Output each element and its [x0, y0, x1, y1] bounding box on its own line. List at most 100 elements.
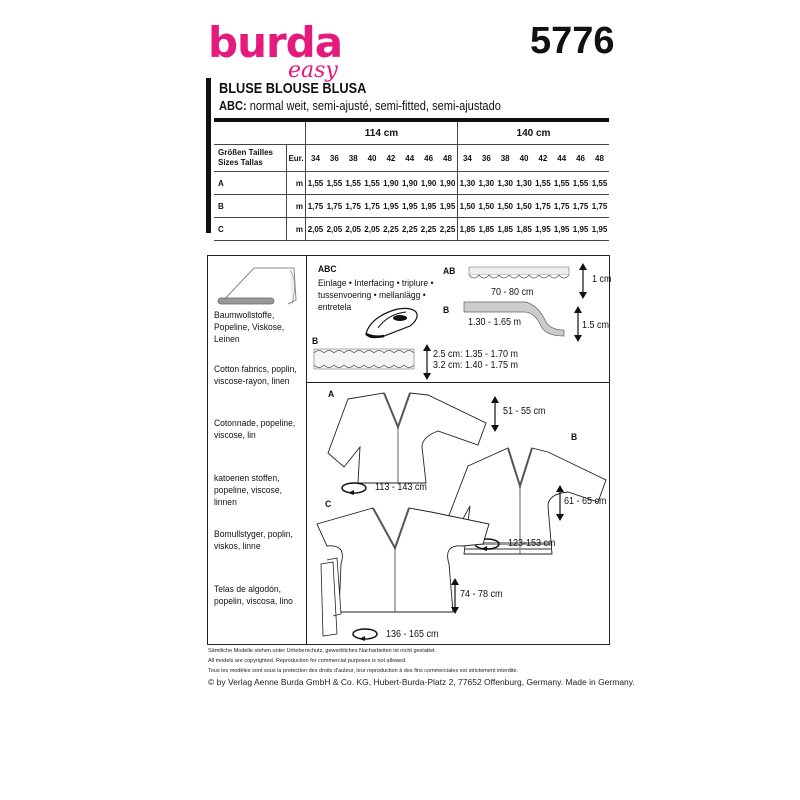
yardage-cell: 1,75: [552, 194, 572, 218]
size-header: 42: [381, 144, 401, 172]
size-header: 34: [304, 144, 325, 172]
yardage-cell: 1,90: [400, 171, 420, 195]
blouse-c-drawing: [316, 507, 490, 637]
size-header: 36: [324, 144, 344, 172]
yardage-cell: 1,55: [324, 171, 344, 195]
yardage-cell: 1,75: [533, 194, 553, 218]
lace-ab-width: 1 cm: [592, 274, 612, 285]
footer-de: Sämtliche Modelle stehen unter Urhebersc…: [208, 648, 437, 654]
iron-icon: [365, 307, 418, 339]
lace-b-label: B: [312, 336, 319, 347]
view-b-length: 61 - 65 cm: [564, 496, 607, 507]
view-c-width: 136 - 165 cm: [386, 629, 439, 640]
yardage-cell: 1,50: [456, 194, 477, 218]
yardage-cell: 1,30: [514, 171, 534, 195]
yardage-cell: 1,55: [552, 171, 572, 195]
yardage-cell: 1,95: [419, 194, 439, 218]
fabric-es: Telas de algodón, popelin, viscosa, lino: [214, 584, 293, 607]
size-header: 38: [343, 144, 363, 172]
circumference-icon: [341, 482, 367, 495]
size-header: 42: [533, 144, 553, 172]
yardage-cell: 1,75: [571, 194, 590, 218]
size-header: 46: [571, 144, 590, 172]
view-label: B: [214, 194, 287, 218]
width-140-header: 140 cm: [456, 118, 609, 145]
lace-ab-label: AB: [443, 266, 456, 277]
size-header: 48: [438, 144, 458, 172]
yardage-cell: 1,95: [589, 217, 609, 241]
fabric-sv: Bomullstyger, poplin, viskos, linne: [214, 529, 293, 552]
lace-trim-icon: [468, 266, 570, 279]
burda-easy-logo: burda easy: [208, 18, 348, 88]
fabric-column: Baumwollstoffe, Popeline, Viskose, Leine…: [208, 256, 307, 644]
yardage-cell: 1,75: [362, 194, 382, 218]
yardage-cell: 1,95: [533, 217, 553, 241]
yardage-cell: 1,30: [495, 171, 515, 195]
interfacing-line3: entretela: [318, 302, 352, 313]
lace-ab-length: 70 - 80 cm: [491, 287, 534, 298]
pattern-number: 5776: [530, 20, 615, 62]
view-b-width: 123-153 cm: [508, 538, 556, 549]
fabric-fr: Cotonnade, popeline, viscose, lin: [214, 418, 296, 441]
lace-b-line2: 3.2 cm: 1.40 - 1.75 m: [433, 360, 519, 371]
yardage-cell: 2,25: [400, 217, 420, 241]
circumference-icon: [352, 628, 378, 641]
view-b-label: B: [571, 432, 578, 443]
yardage-cell: 1,90: [381, 171, 401, 195]
brand-name: burda: [208, 18, 343, 67]
view-c-label: C: [325, 499, 332, 510]
yardage-cell: 1,75: [324, 194, 344, 218]
ribbon-icon: [463, 301, 565, 337]
fit-description: ABC: normal weit, semi-ajusté, semi-fitt…: [219, 98, 501, 113]
yardage-cell: 1,30: [456, 171, 477, 195]
size-header: 40: [362, 144, 382, 172]
interfacing-views: ABC: [318, 264, 337, 275]
yardage-cell: 1,75: [304, 194, 325, 218]
yardage-cell: 2,05: [343, 217, 363, 241]
yardage-cell: 2,05: [362, 217, 382, 241]
ribbon-b-label: B: [443, 305, 450, 316]
fit-prefix: ABC:: [219, 98, 247, 113]
view-c-length: 74 - 78 cm: [460, 589, 503, 600]
ribbon-b-width: 1.5 cm: [582, 320, 610, 331]
fit-text: normal weit, semi-ajusté, semi-fitted, s…: [246, 98, 501, 113]
yardage-cell: 1,85: [456, 217, 477, 241]
size-header: 44: [400, 144, 420, 172]
view-label: A: [214, 171, 287, 195]
yardage-cell: 1,85: [495, 217, 515, 241]
width-114-header: 114 cm: [305, 118, 458, 145]
fabric-bolt-icon: [217, 267, 297, 305]
yardage-cell: 2,25: [419, 217, 439, 241]
yardage-cell: 1,30: [476, 171, 496, 195]
yardage-cell: 1,55: [304, 171, 325, 195]
title-bar: [206, 78, 211, 233]
yardage-cell: 1,55: [343, 171, 363, 195]
view-a-label: A: [328, 389, 335, 400]
footer-en: All models are copyrighted. Reproduction…: [208, 658, 407, 664]
garment-title: BLUSE BLOUSE BLUSA: [219, 80, 367, 97]
notions-section: ABC Einlage • Interfacing • triplure • t…: [306, 256, 612, 383]
ribbon-b-length: 1.30 - 1.65 m: [468, 317, 522, 328]
view-a-length: 51 - 55 cm: [503, 406, 546, 417]
length-arrow-icon: [556, 485, 564, 521]
yardage-cell: 1,55: [589, 171, 609, 195]
yardage-cell: 2,25: [381, 217, 401, 241]
yardage-cell: 1,50: [476, 194, 496, 218]
interfacing-line1: Einlage • Interfacing • triplure •: [318, 278, 434, 289]
brand-sub: easy: [288, 58, 338, 83]
size-header: 44: [552, 144, 572, 172]
yardage-cell: 1,90: [419, 171, 439, 195]
eyelet-lace-icon: [313, 348, 415, 370]
yardage-cell: 1,85: [476, 217, 496, 241]
fabric-notions-panel: Baumwollstoffe, Popeline, Viskose, Leine…: [207, 255, 612, 645]
length-arrow-icon: [451, 578, 459, 614]
yardage-cell: 1,55: [571, 171, 590, 195]
yardage-cell: 1,50: [495, 194, 515, 218]
size-header: 34: [456, 144, 477, 172]
size-header: 36: [476, 144, 496, 172]
yardage-cell: 2,05: [324, 217, 344, 241]
yardage-cell: 1,85: [514, 217, 534, 241]
